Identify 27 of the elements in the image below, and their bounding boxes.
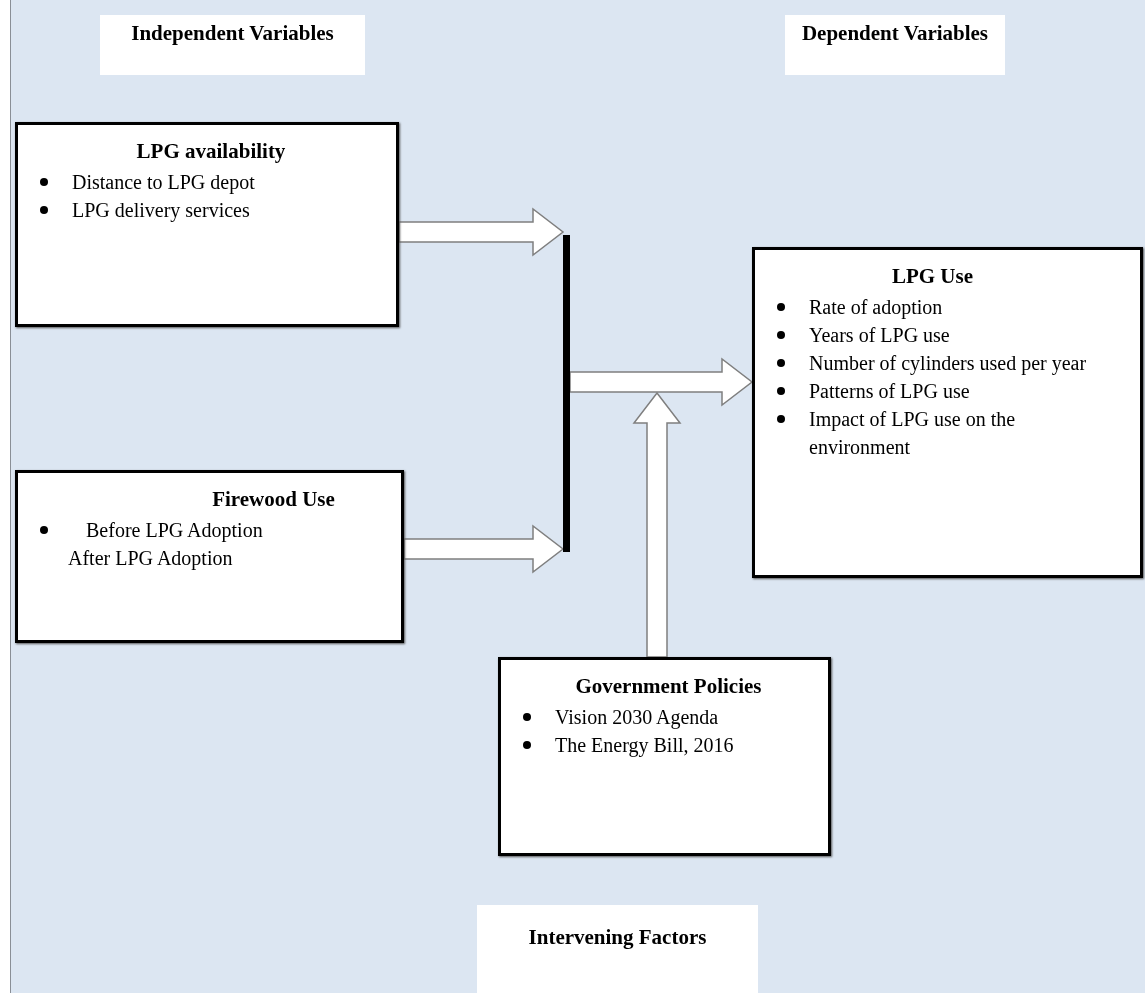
junction-bar xyxy=(563,235,570,552)
variable-box xyxy=(752,247,1143,578)
list-item-text: Before LPG Adoption xyxy=(86,518,263,544)
list-item-text: Number of cylinders used per year xyxy=(809,351,1087,377)
list-item-text: Distance to LPG depot xyxy=(72,170,255,196)
block-arrow xyxy=(398,207,565,257)
variable-box xyxy=(498,657,831,856)
block-arrow xyxy=(403,524,565,574)
list-item-text: LPG delivery services xyxy=(72,198,250,224)
box-title: Government Policies xyxy=(575,674,762,699)
block-arrow xyxy=(569,357,754,407)
list-item-text: The Energy Bill, 2016 xyxy=(555,733,734,759)
variable-box xyxy=(15,470,404,643)
box-title: LPG Use xyxy=(891,264,974,289)
box-title: LPG availability xyxy=(136,139,286,164)
list-item-text: Rate of adoption xyxy=(809,295,943,321)
section-heading: Intervening Factors xyxy=(528,924,707,950)
variable-box xyxy=(15,122,399,327)
block-arrow xyxy=(632,391,682,658)
section-heading: Independent Variables xyxy=(131,20,334,46)
section-heading: Dependent Variables xyxy=(801,20,989,46)
list-item-text: After LPG Adoption xyxy=(68,546,233,572)
list-item-text: Vision 2030 Agenda xyxy=(555,705,719,731)
list-item-text: Years of LPG use xyxy=(809,323,950,348)
list-item-text: Patterns of LPG use xyxy=(809,379,970,404)
box-title: Firewood Use xyxy=(212,487,335,512)
list-item-text: Impact of LPG use on the environment xyxy=(809,407,1017,460)
